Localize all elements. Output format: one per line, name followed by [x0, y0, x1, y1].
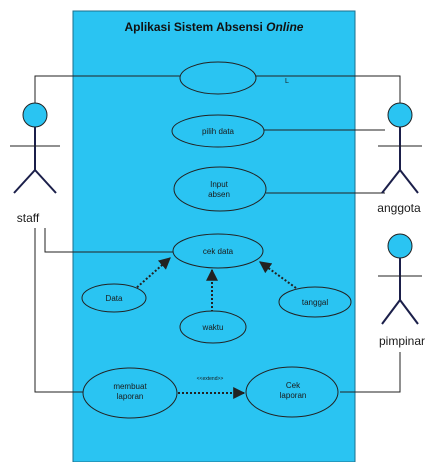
use-case-input-absen-label-1: Input: [210, 180, 229, 189]
use-case-cek-laporan-label-1: Cek: [286, 381, 301, 390]
use-case-membuat-laporan-label-1: membuat: [113, 382, 147, 391]
use-case-cek-data-label: cek data: [203, 247, 234, 256]
dependencies: [133, 257, 297, 399]
use-case-data-label: Data: [106, 294, 123, 303]
actor-pimpinan-icon: [378, 233, 422, 325]
actor-anggota: anggota: [377, 102, 422, 215]
use-case-tanggal-label: tanggal: [302, 298, 328, 307]
actor-pimpinan-label: pimpinar: [379, 334, 425, 348]
assoc-staff-cek-data: [44, 228, 174, 253]
system-title-text: Aplikasi Sistem Absensi: [125, 20, 267, 34]
use-case-waktu-label: waktu: [202, 323, 224, 332]
actor-anggota-label: anggota: [377, 201, 421, 215]
use-case-membuat-laporan-label-2: laporan: [117, 392, 144, 401]
actor-anggota-icon: [378, 102, 422, 194]
use-case-input-absen-label-2: absen: [208, 190, 230, 199]
use-case-cek-data: cek data: [172, 233, 264, 269]
actor-staff: staff: [10, 102, 60, 225]
use-case-top: [179, 61, 257, 95]
use-case-waktu: waktu: [179, 310, 247, 344]
stray-mark: L: [285, 78, 289, 85]
assoc-staff-membuat: [34, 228, 86, 393]
use-case-membuat-laporan: membuat laporan: [82, 367, 178, 419]
associations: [34, 75, 401, 393]
use-case-cek-laporan-label-2: laporan: [280, 391, 307, 400]
use-cases: pilih data Input absen cek data Data tan…: [81, 61, 352, 419]
dep-tanggal-cek: [259, 261, 297, 289]
use-case-input-absen: Input absen: [173, 166, 267, 212]
use-case-data: Data: [81, 283, 147, 313]
assoc-staff-top: [34, 75, 183, 103]
use-case-pilih-data: pilih data: [171, 114, 265, 148]
use-case-tanggal: tanggal: [278, 286, 352, 318]
assoc-anggota-top: [254, 75, 401, 103]
use-case-pilih-data-label: pilih data: [202, 127, 235, 136]
system-title-italic: Online: [266, 20, 304, 34]
use-case-cek-laporan: Cek laporan: [245, 366, 339, 418]
actor-pimpinan: pimpinar: [378, 233, 425, 348]
system-title: Aplikasi Sistem Absensi Online: [125, 20, 304, 34]
actor-staff-icon: [10, 102, 60, 194]
assoc-pimpinan-cek-laporan: [340, 352, 401, 393]
extend-label: <<extend>>: [197, 376, 224, 382]
actor-staff-label: staff: [17, 211, 40, 225]
dep-data-cek: [133, 257, 171, 291]
